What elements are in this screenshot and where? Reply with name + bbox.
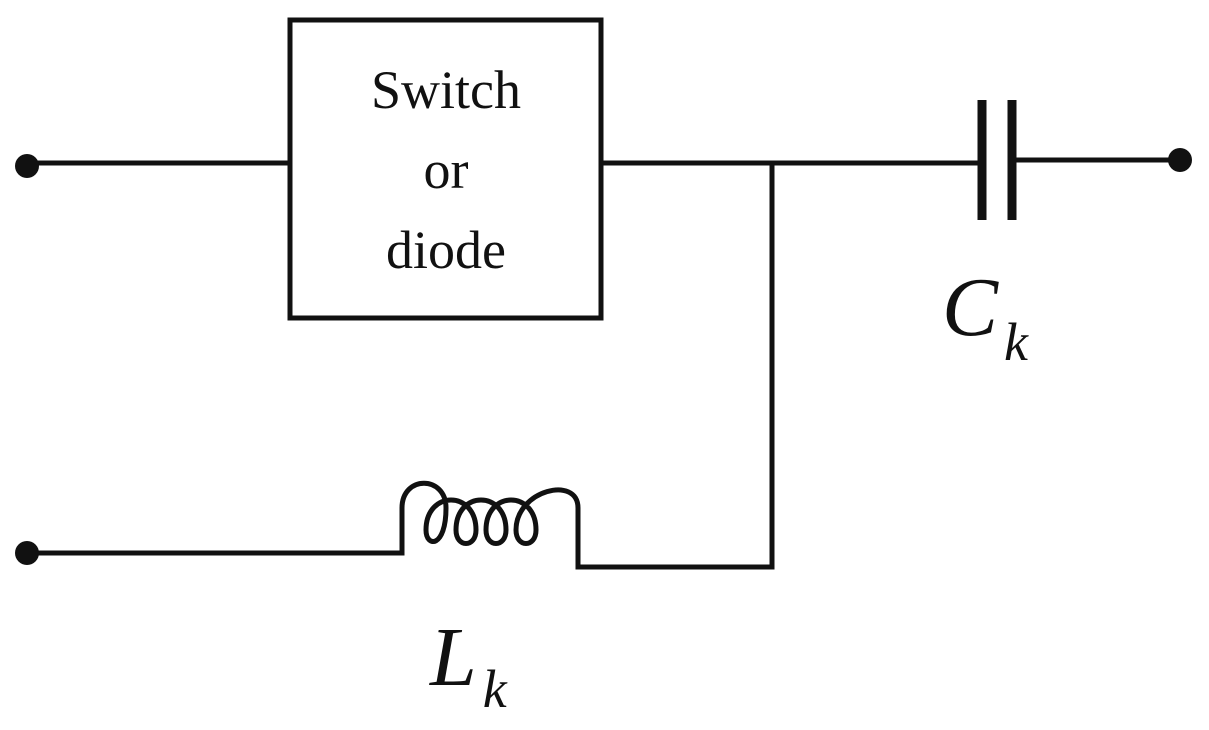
switch-label-line2: or — [424, 140, 469, 200]
inductor-coil — [399, 480, 581, 567]
terminal-top-left — [15, 154, 39, 178]
terminal-top-right — [1168, 148, 1192, 172]
inductor-label: L k — [429, 611, 508, 719]
switch-diode-block — [287, 17, 604, 321]
switch-label-line1: Switch — [371, 60, 521, 120]
capacitor-label: C k — [942, 261, 1029, 372]
capacitor-symbol: C — [942, 261, 999, 354]
switch-label-line3: diode — [386, 220, 506, 280]
inductor-symbol: L — [429, 611, 477, 704]
inductor-subscript: k — [483, 659, 508, 719]
terminal-bottom-left — [15, 541, 39, 565]
capacitor-subscript: k — [1004, 312, 1029, 372]
